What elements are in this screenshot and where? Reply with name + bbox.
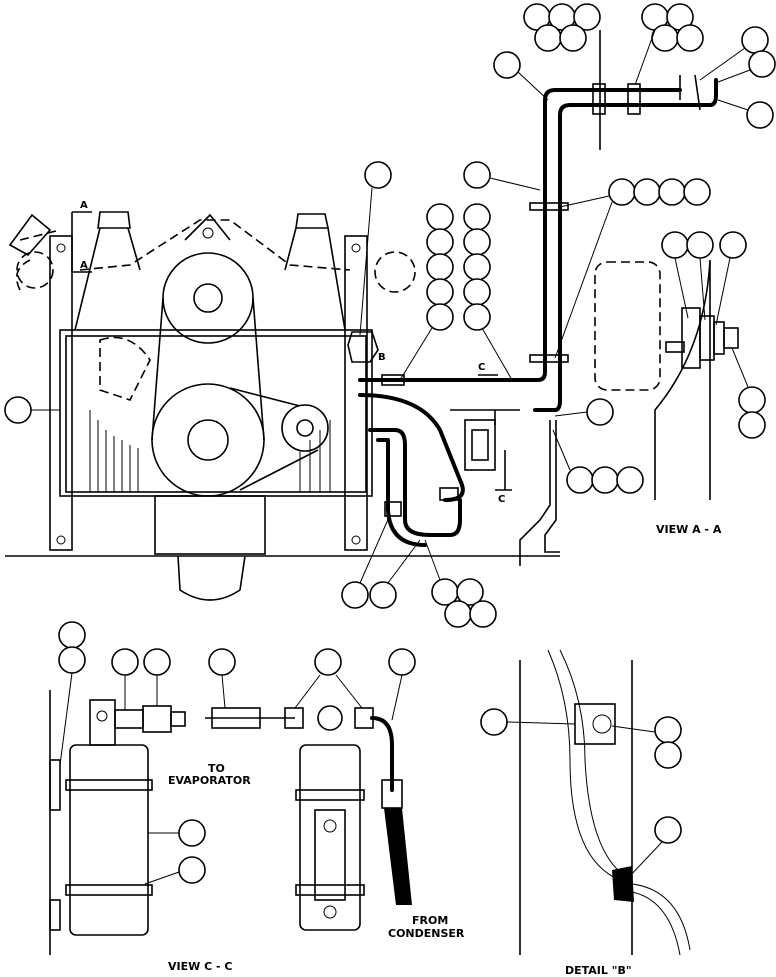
from-condenser-label-line1: FROM [412, 914, 448, 927]
section-a-top-label: A [80, 200, 88, 211]
section-a-bottom-label: A [80, 260, 88, 271]
detail-b-label: DETAIL "B" [565, 964, 632, 977]
from-condenser-label-line2: CONDENSER [388, 927, 465, 940]
view-aa-label: VIEW A - A [656, 523, 722, 536]
view-aa-detail: VIEW A - A [594, 259, 739, 536]
detail-b-marker-label: B [378, 352, 386, 363]
callout-balloons [4, 3, 776, 885]
view-cc-detail: TO EVAPORATOR FROM CONDENSER VIEW C - C [49, 690, 465, 973]
engine-radiator-view: A A [5, 200, 560, 601]
refrigerant-lines: C C B [347, 30, 718, 566]
detail-b: DETAIL "B" [519, 649, 691, 977]
to-evaporator-label-line2: EVAPORATOR [168, 774, 251, 787]
radiator-fins [89, 410, 331, 492]
section-c-bottom-label: C [498, 494, 505, 505]
view-cc-label: VIEW C - C [168, 960, 232, 973]
to-evaporator-label-line1: TO [208, 762, 225, 775]
section-c-top-label: C [478, 362, 485, 373]
